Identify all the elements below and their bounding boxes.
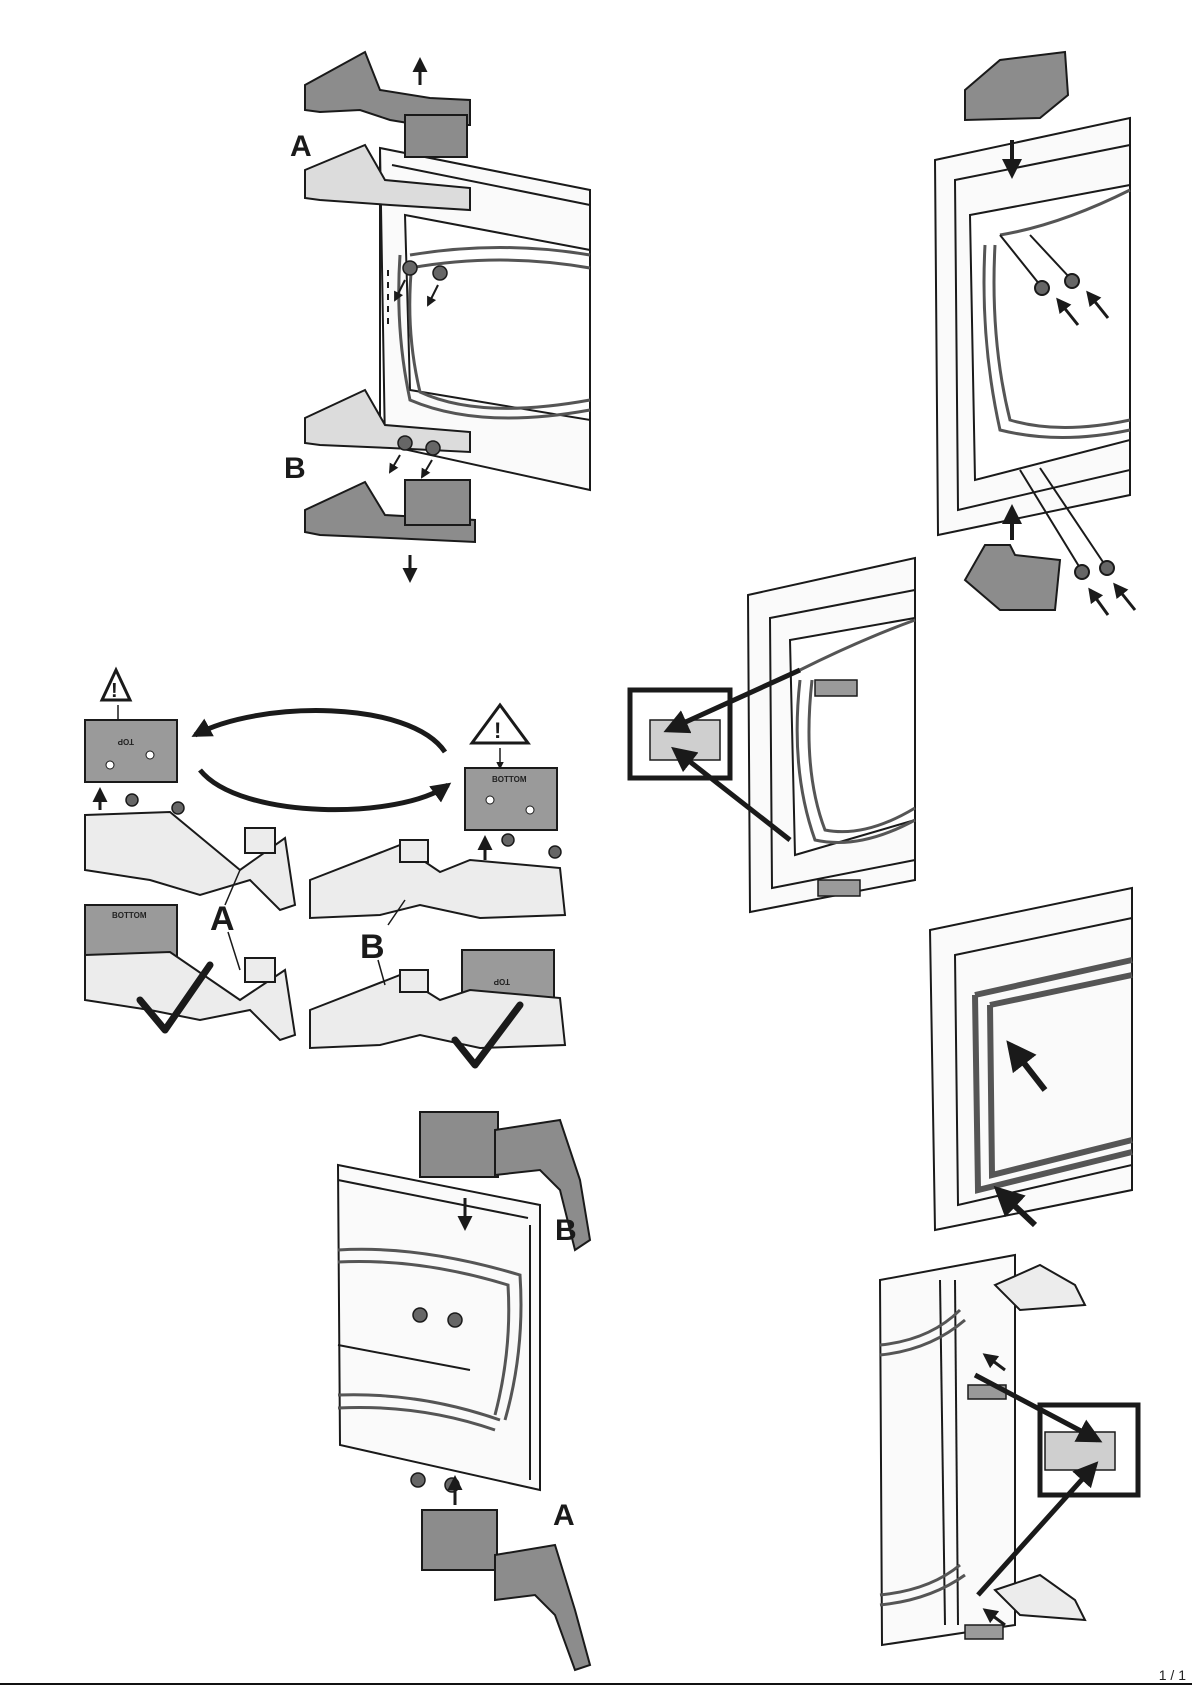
- step-stoppers-final: [880, 1255, 1138, 1645]
- svg-text:TOP: TOP: [117, 737, 134, 746]
- hinge-label-a: A: [553, 1499, 575, 1532]
- hinge-a-result: BOTTOM: [85, 905, 295, 1040]
- hinge-b-assembly: [310, 840, 565, 918]
- step-remove-hinges: A B: [284, 52, 590, 580]
- hinge-label-b: B: [284, 452, 306, 485]
- cycle-arrows-icon: [195, 711, 445, 752]
- arrow-down-icon: [390, 455, 400, 472]
- hinge-label-b: B: [360, 928, 385, 966]
- hinge-a-top: [305, 52, 470, 157]
- arrow-up-icon: [1090, 590, 1108, 615]
- arrow-up-icon: [1115, 585, 1135, 610]
- warning-triangle-icon: !: [472, 705, 528, 768]
- hinge-plate-top: TOP: [85, 720, 177, 782]
- step-fit-seal: [930, 888, 1132, 1230]
- step-fit-covers: [935, 52, 1135, 615]
- hinge-plate-bottom: BOTTOM: [465, 768, 557, 830]
- hinge-label-a: A: [290, 130, 312, 163]
- step-refit-hinges: B A: [338, 1112, 590, 1670]
- svg-text:TOP: TOP: [493, 977, 510, 986]
- svg-text:!: !: [494, 718, 501, 743]
- stopper-block: [965, 1625, 1003, 1639]
- cycle-arrows-icon: [200, 770, 448, 810]
- svg-text:BOTTOM: BOTTOM: [492, 775, 527, 784]
- cabinet-frame: [935, 118, 1130, 535]
- bottom-cover-cap: [965, 545, 1060, 610]
- stopper-detail-inset: [630, 690, 730, 778]
- svg-text:BOTTOM: BOTTOM: [112, 911, 147, 920]
- door-frame-stoppers: [748, 558, 915, 912]
- hinge-label-b: B: [555, 1214, 577, 1247]
- arrow-down-icon: [422, 460, 432, 477]
- step-move-stoppers: [630, 558, 915, 912]
- hinge-a-refit: [422, 1510, 590, 1670]
- stopper-block: [815, 680, 857, 696]
- page-marker: 1 / 1: [1159, 1667, 1186, 1683]
- hinge-b-result: TOP: [310, 950, 565, 1048]
- hinge-a-assembly: [85, 812, 295, 910]
- hinge-label-a: A: [210, 900, 235, 938]
- step-swap-plates: ! ! TOP BOTTOM: [85, 670, 565, 1065]
- hinge-b-bottom: [305, 480, 475, 542]
- svg-text:!: !: [111, 680, 118, 702]
- stopper-block: [818, 880, 860, 896]
- top-cover-cap: [965, 52, 1068, 120]
